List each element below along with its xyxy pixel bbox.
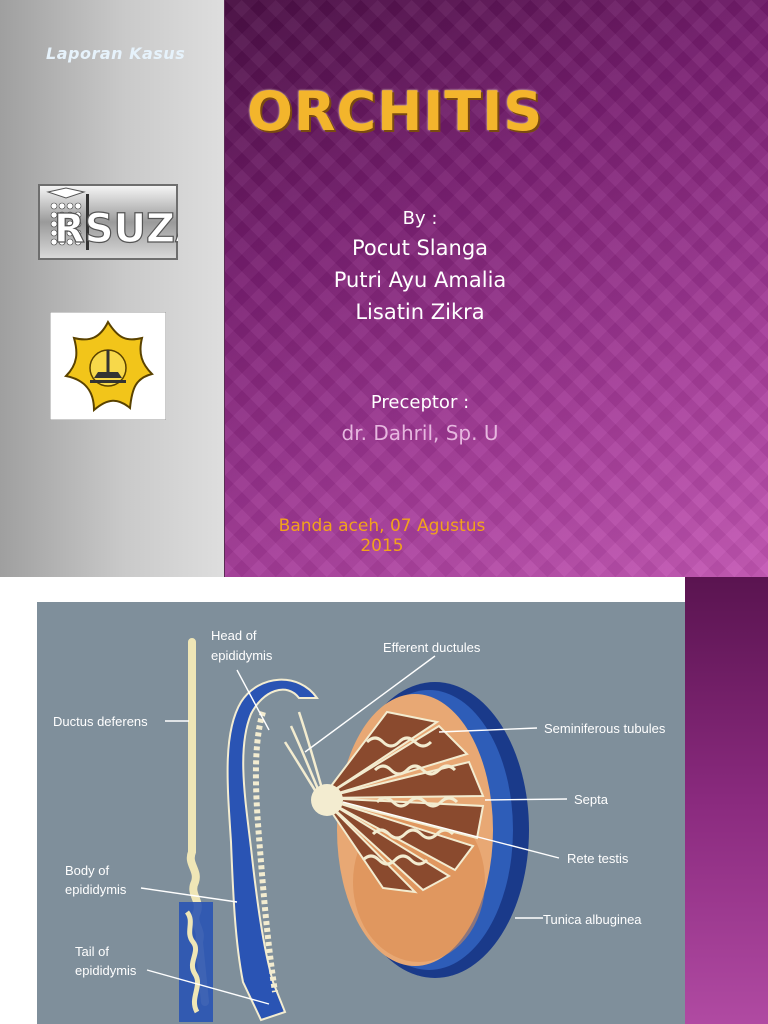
testis-anatomy-diagram: Head of epididymis Efferent ductules Duc…	[37, 602, 685, 1024]
label-tunica-albuginea: Tunica albuginea	[543, 912, 642, 927]
place-date-line-1: Banda aceh, 07 Agustus	[278, 516, 486, 536]
seminiferous-lobules	[321, 710, 485, 894]
label-head-of-epididymis-1: Head of	[211, 628, 257, 643]
label-tail-of-epididymis-1: Tail of	[75, 944, 109, 959]
slide-title: ORCHITIS	[247, 80, 544, 143]
author-name: Pocut Slanga	[351, 236, 489, 260]
preceptor-name: dr. Dahril, Sp. U	[341, 421, 499, 445]
label-body-of-epididymis-1: Body of	[65, 863, 109, 878]
label-septa: Septa	[574, 792, 609, 807]
label-efferent-ductules: Efferent ductules	[383, 640, 481, 655]
preceptor-label: Preceptor :	[370, 392, 470, 413]
by-label: By :	[402, 208, 438, 229]
label-ductus-deferens: Ductus deferens	[53, 714, 148, 729]
label-seminiferous-tubules: Seminiferous tubules	[544, 721, 666, 736]
place-date-line-2: 2015	[360, 536, 404, 556]
header-label: Laporan Kasus	[46, 44, 186, 63]
left-panel: Laporan Kasus RSUZA	[0, 0, 225, 577]
university-emblem	[50, 312, 166, 420]
rsuza-logo-text: RSUZA	[54, 206, 178, 252]
author-name: Lisatin Zikra	[355, 300, 485, 324]
decorative-strip	[685, 577, 768, 1024]
author-name: Putri Ayu Amalia	[333, 268, 507, 292]
label-head-of-epididymis-2: epididymis	[211, 648, 273, 663]
label-tail-of-epididymis-2: epididymis	[75, 963, 137, 978]
label-body-of-epididymis-2: epididymis	[65, 882, 127, 897]
label-rete-testis: Rete testis	[567, 851, 629, 866]
right-panel	[225, 0, 768, 577]
title-slide: Laporan Kasus RSUZA	[0, 0, 768, 577]
rete-testis-shape	[311, 784, 343, 816]
place-date: Banda aceh, 07 Agustus 2015	[262, 516, 502, 556]
epididymis-shape	[226, 678, 319, 1022]
rsuza-logo: RSUZA	[38, 184, 178, 260]
